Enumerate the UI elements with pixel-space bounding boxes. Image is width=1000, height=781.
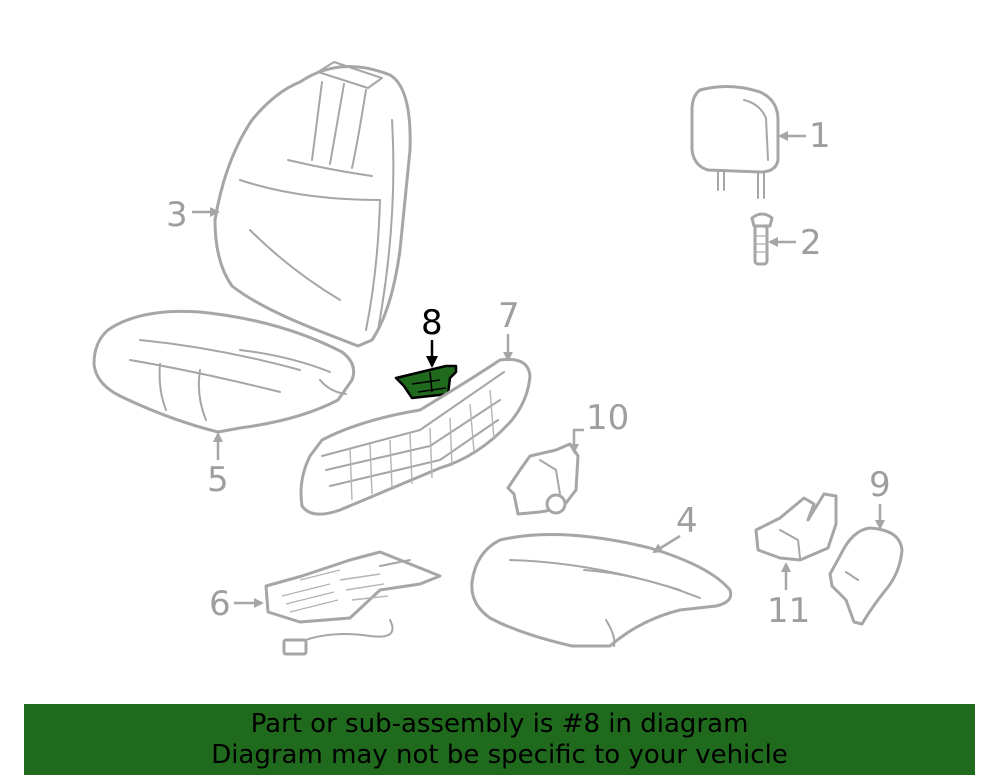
callout-group-4: 4: [652, 501, 698, 554]
callout-group-10: 10: [569, 398, 629, 454]
callout-group-1: 1: [778, 116, 831, 156]
callout-group-7: 7: [498, 296, 520, 362]
banner-line-1: Part or sub-assembly is #8 in diagram: [250, 709, 749, 739]
part-bracket-11: [754, 492, 838, 562]
callout-9: 9: [869, 465, 891, 505]
callout-1: 1: [809, 116, 831, 156]
part-8-highlighted: [394, 364, 458, 400]
callout-group-5: 5: [207, 432, 229, 500]
callout-3: 3: [166, 195, 188, 235]
callout-11: 11: [767, 591, 810, 631]
callout-group-9: 9: [869, 465, 891, 530]
callout-8: 8: [421, 303, 443, 343]
callout-5: 5: [207, 460, 229, 500]
callout-group-6: 6: [209, 584, 264, 624]
part-side-trim: [299, 357, 532, 516]
callout-10: 10: [586, 398, 629, 438]
part-cushion-pad: [470, 533, 733, 648]
part-heater-mat: [264, 550, 442, 656]
callout-group-3: 3: [166, 195, 220, 235]
callout-2: 2: [800, 223, 822, 263]
part-bracket-10: [506, 442, 580, 516]
banner-line-2: Diagram may not be specific to your vehi…: [211, 740, 788, 770]
part-headrest-guide: [750, 212, 774, 266]
callout-group-8: 8: [421, 303, 443, 368]
part-end-cover: [828, 526, 904, 626]
part-cushion-cover: [92, 309, 356, 434]
callout-6: 6: [209, 584, 231, 624]
callout-7: 7: [498, 296, 520, 336]
callout-4: 4: [676, 501, 698, 541]
part-seatback-cover: [213, 61, 412, 348]
callout-group-2: 2: [768, 223, 822, 263]
part-info-banner: Part or sub-assembly is #8 in diagram Di…: [24, 704, 975, 775]
part-headrest: [690, 85, 780, 199]
seat-parts-diagram: 1 2 3 4 5 6 7 8 9 10 11: [92, 61, 904, 656]
callout-group-11: 11: [767, 562, 810, 631]
